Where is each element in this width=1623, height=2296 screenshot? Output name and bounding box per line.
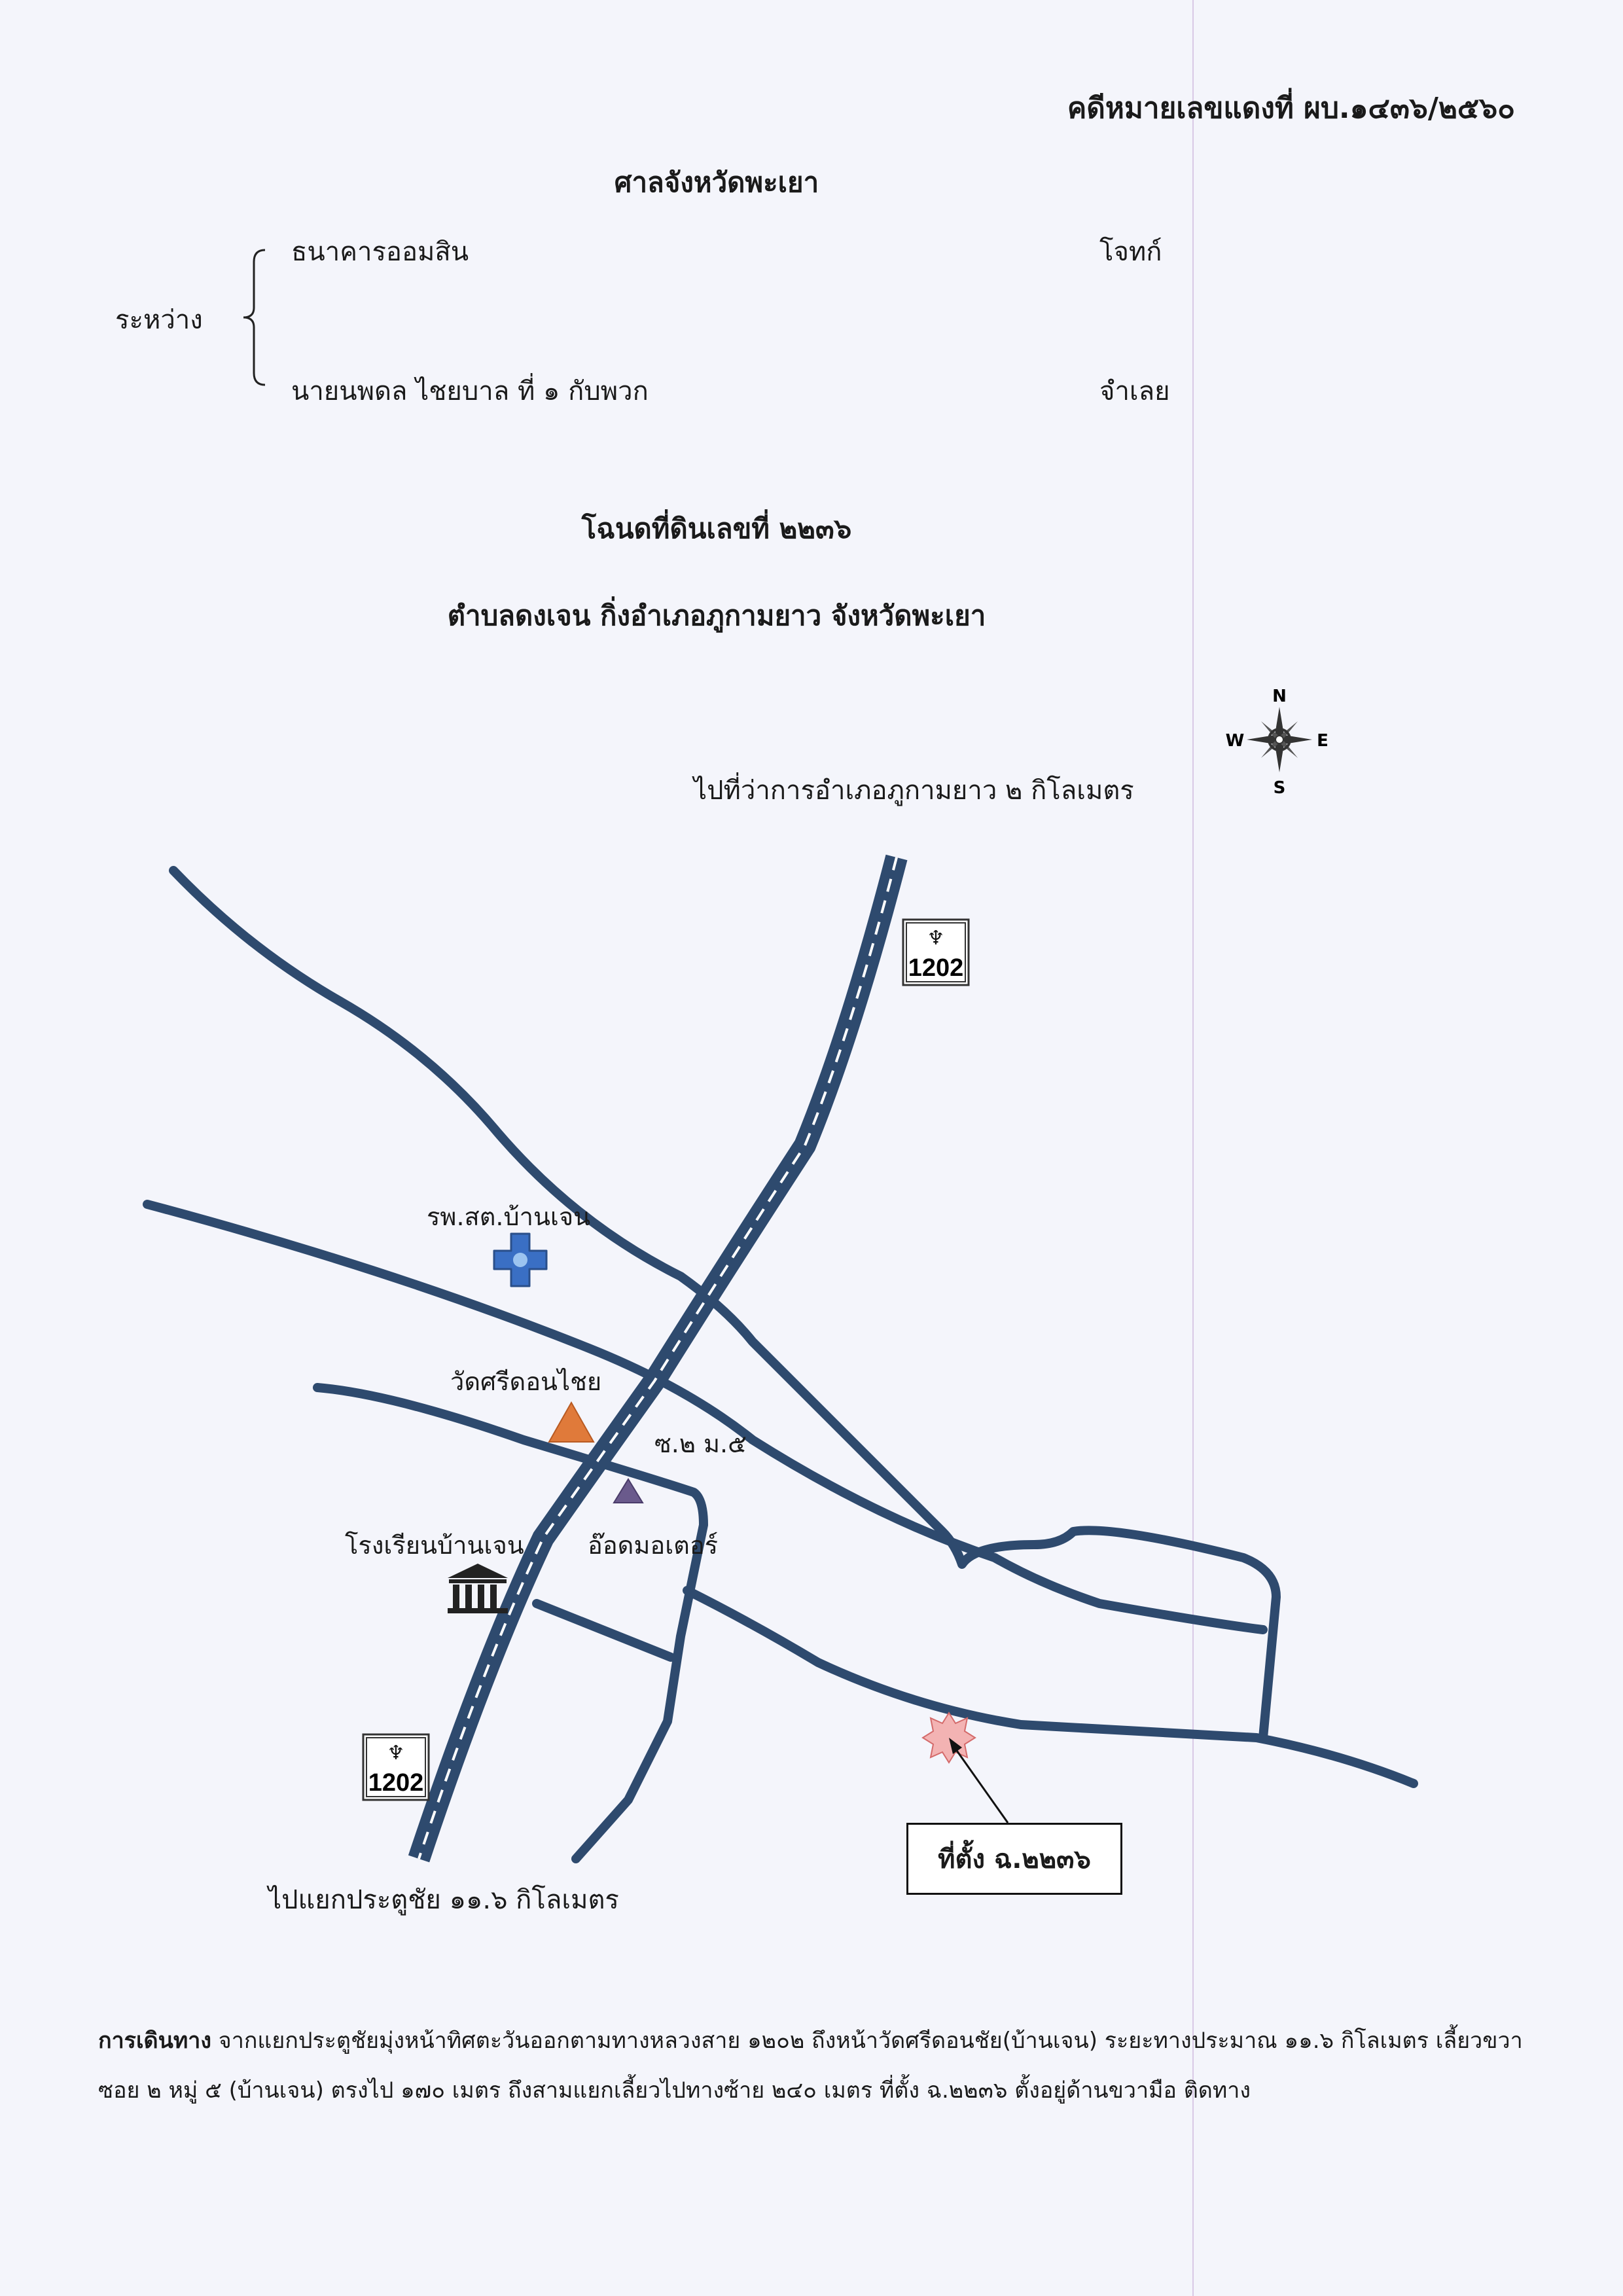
label-to-pratu-chai: ไปแยกประตูชัย ๑๑.๖ กิโลเมตร [268,1885,619,1915]
road-connector [532,1599,675,1662]
compass-n: N [1272,687,1287,706]
deed-location: ตำบลดงเจน กิ่งอำเภอภูกามยาว จังหวัดพะเยา [447,600,986,632]
label-soi: ซ.๒ ม.๕ [654,1429,747,1458]
site-label-box: ที่ตั้ง ฉ.๒๒๓๖ [906,1823,1122,1895]
highway-1202 [408,854,908,1863]
road-west-east [143,1200,1268,1634]
site-pointer [949,1738,1009,1823]
directions-label: การเดินทาง [98,2028,211,2054]
school-icon [448,1564,508,1613]
road-map: ♆ 1202 ♆ 1202 [143,854,1418,1863]
highway-number-north: 1202 [908,954,964,982]
margin-rule [1192,0,1194,2296]
road-north-west [169,866,1281,1742]
svg-text:♆: ♆ [387,1742,405,1765]
label-school: โรงเรียนบ้านเจน [345,1531,524,1560]
highway-shield-south: ♆ 1202 [362,1733,430,1801]
compass-e: E [1317,731,1329,751]
hospital-icon [493,1232,548,1287]
court-name: ศาลจังหวัดพะเยา [614,166,819,198]
label-garage: อ๊อดมอเตอร์ [588,1531,719,1560]
directions-text: จากแยกประตูชัยมุ่งหน้าทิศตะวันออกตามทางห… [98,2028,1523,2104]
plaintiff-role: โจทก์ [1099,237,1162,267]
deed-title: โฉนดที่ดินเลขที่ ๒๒๓๖ [581,512,852,545]
compass-s: S [1274,778,1286,795]
directions-paragraph: การเดินทาง จากแยกประตูชัยมุ่งหน้าทิศตะวั… [98,2016,1525,2115]
highway-number-south: 1202 [368,1769,424,1797]
case-number: คดีหมายเลขแดงที่ ผบ.๑๔๓๖/๒๕๖๐ [1067,92,1515,125]
label-temple: วัดศรีดอนไชย [450,1367,602,1396]
garage-icon [613,1478,644,1503]
highway-shield-north: ♆ 1202 [902,918,970,986]
temple-icon [548,1401,595,1443]
defendant-role: จำเลย [1099,376,1170,406]
road-south-east [683,1586,1418,1788]
party-bracket [243,249,266,386]
compass-w: W [1226,731,1245,751]
between-label: ระหว่าง [115,305,203,335]
defendant-name: นายนพดล ไชยบาล ที่ ๑ กับพวก [291,376,649,406]
svg-text:♆: ♆ [927,927,945,950]
plaintiff-name: ธนาคารออมสิน [291,237,469,267]
label-to-district-office: ไปที่ว่าการอำเภอภูกามยาว ๒ กิโลเมตร [694,776,1134,806]
site-label: ที่ตั้ง ฉ.๒๒๓๖ [938,1844,1091,1874]
label-hospital: รพ.สต.บ้านเจน [427,1202,591,1231]
compass-rose-icon: N S E W [1226,687,1329,795]
